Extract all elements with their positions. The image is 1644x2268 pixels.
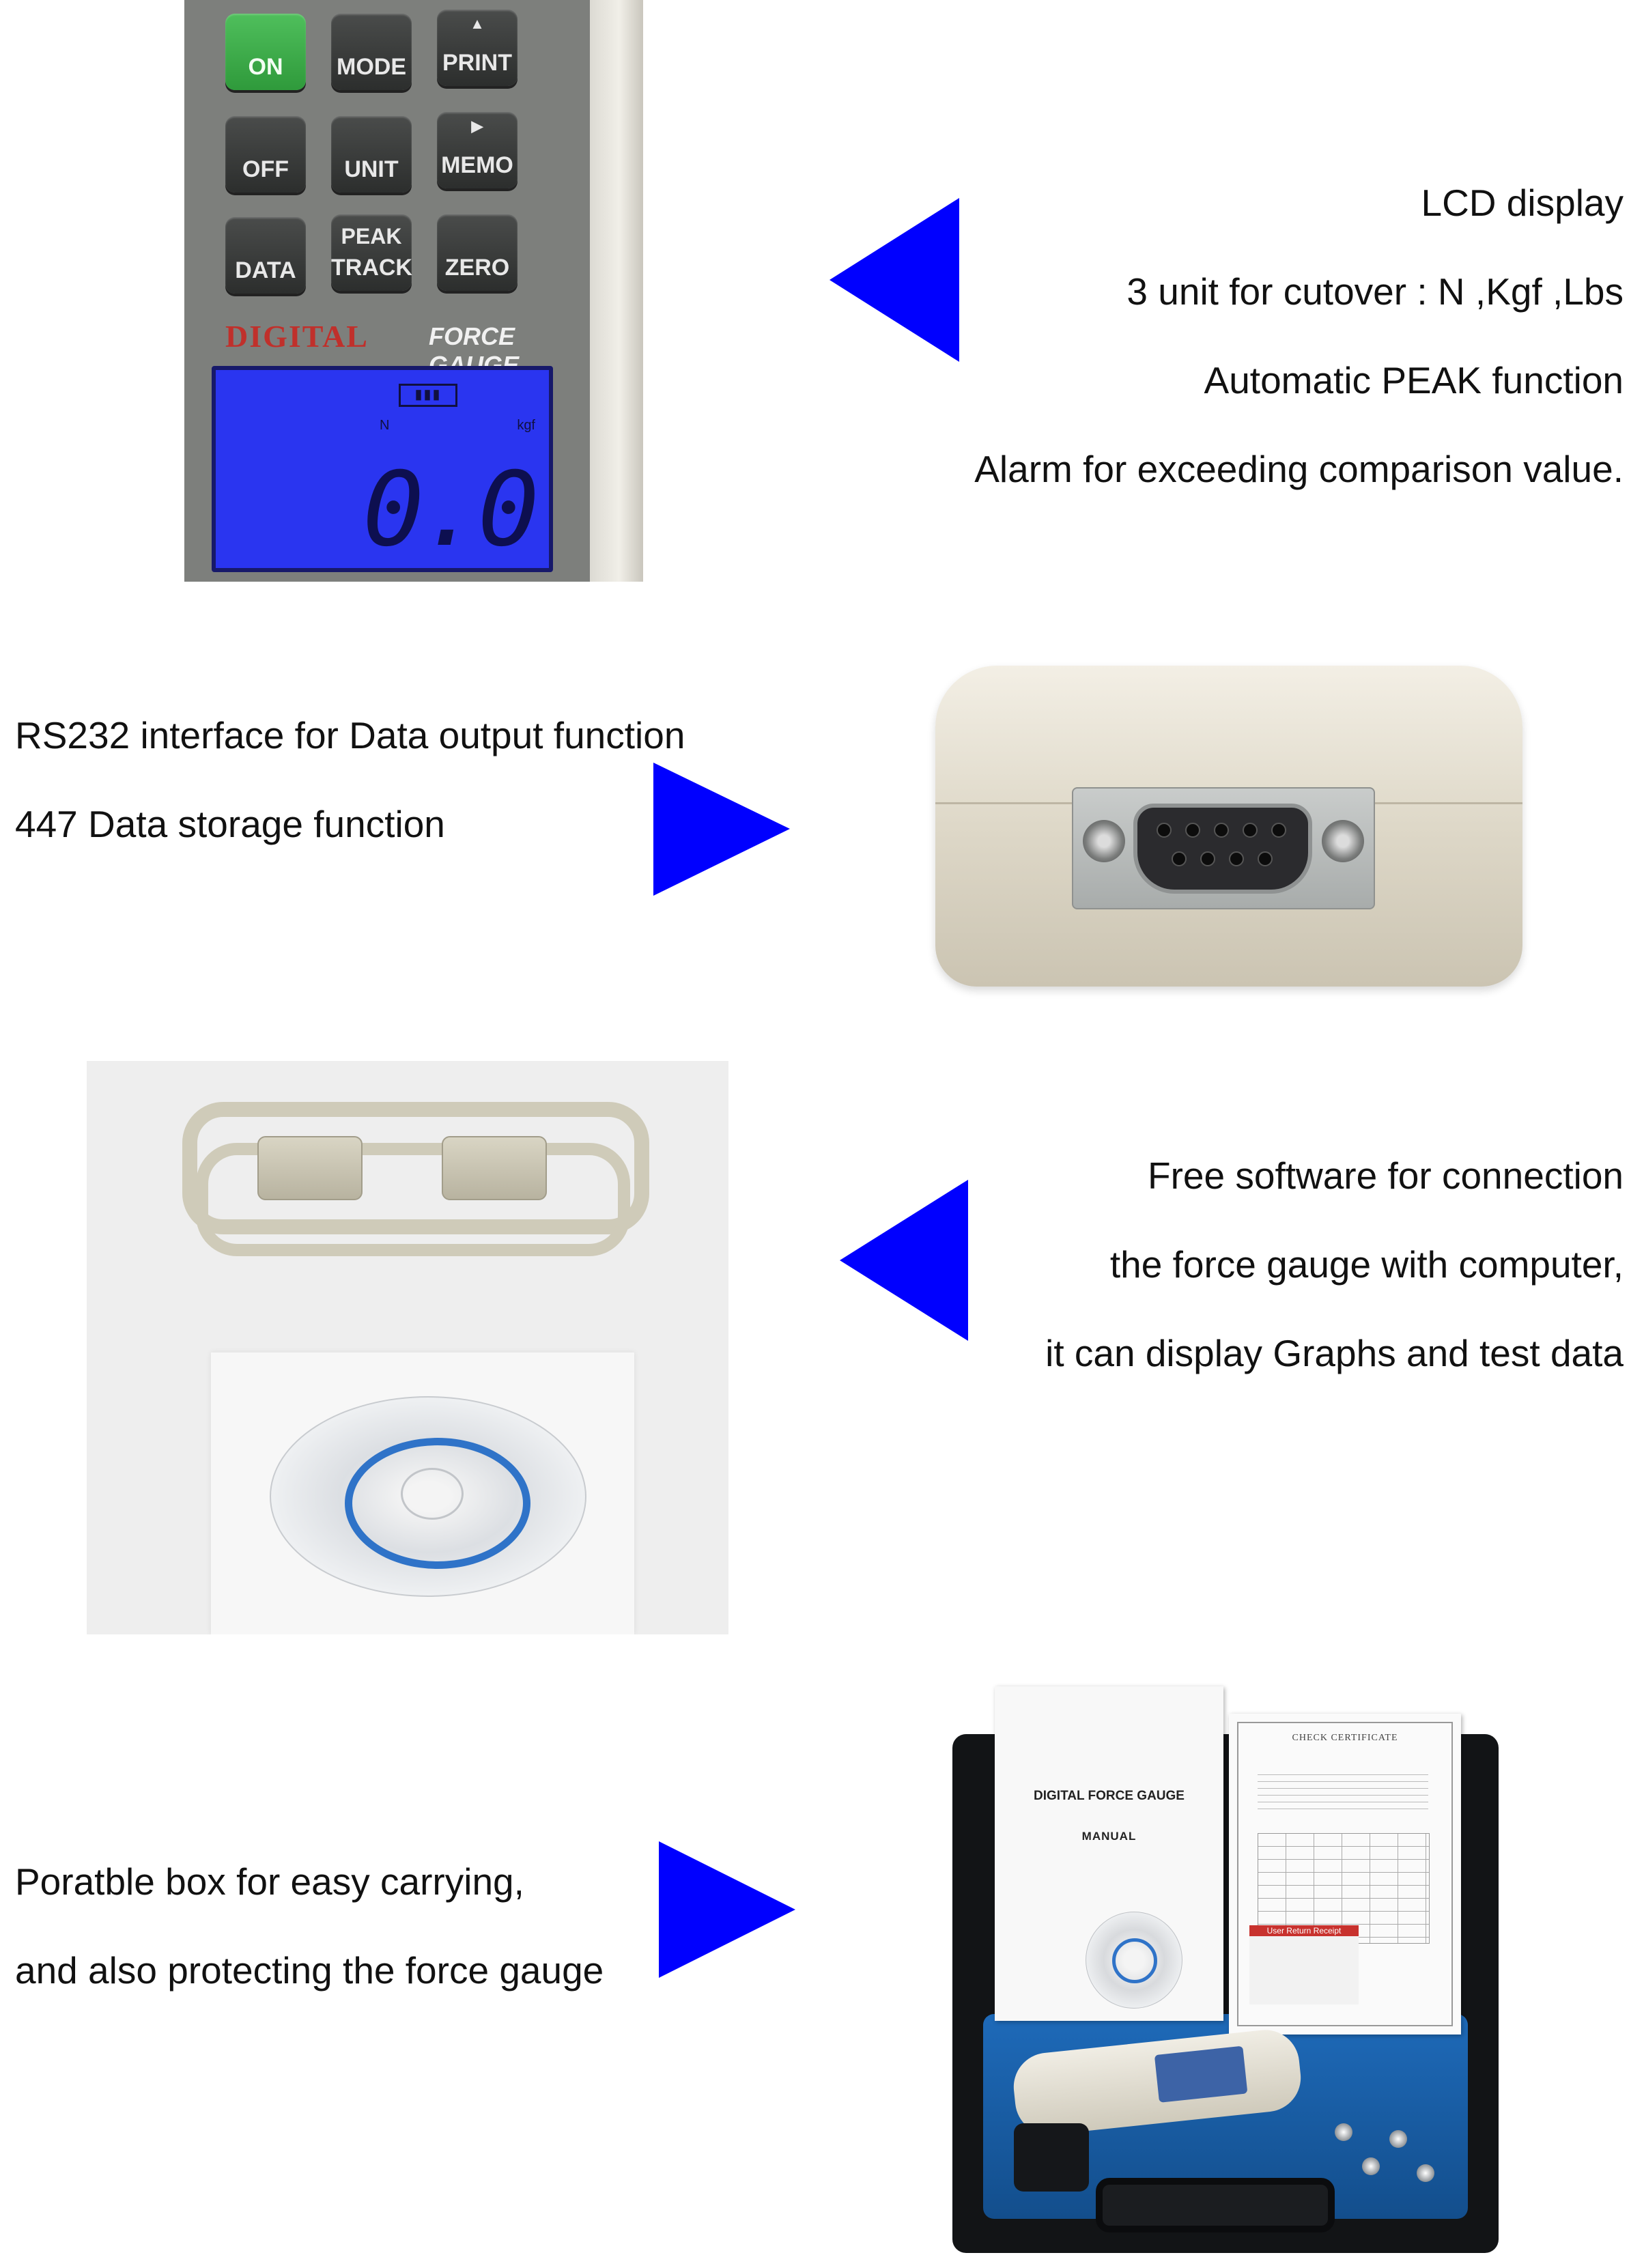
cable-and-software-cd-photo [87,1061,728,1634]
feature-line: 447 Data storage function [15,803,445,845]
lcd-unit-indicator-right: kgf [517,418,535,433]
feature-line: it can display Graphs and test data [1045,1332,1624,1374]
brand-name: DIGITAL [225,319,369,354]
print-key: ▲ PRINT [437,10,518,86]
memo-key: ▶ MEMO [437,112,518,188]
key-label: OFF [242,156,289,182]
feature-list-rs232: RS232 interface for Data output function… [15,691,766,868]
test-attachment [1417,2164,1434,2182]
rs232-port-photo [935,666,1522,987]
key-label: PRINT [442,50,512,76]
connector-pin [1200,851,1215,866]
connector-pin [1229,851,1244,866]
cd-blue-ring [345,1438,530,1569]
on-key: ON [225,14,306,90]
software-cd [1086,1912,1182,2009]
screw-icon [1083,820,1125,862]
certificate-frame [1237,1722,1453,2026]
key-label: MODE [337,54,406,80]
key-label: MEMO [441,152,513,178]
feature-list-software: Free software for connection the force g… [942,1131,1624,1398]
right-pointing-arrow-icon [659,1841,795,1978]
feature-line: 3 unit for cutover : N ,Kgf ,Lbs [1126,270,1624,313]
connector-pin [1157,823,1172,838]
connector-pin [1271,823,1286,838]
key-label-secondary: TRACK [331,255,412,281]
power-adapter [1014,2123,1089,2192]
certificate-table [1258,1833,1430,1944]
mode-key: MODE [331,14,412,90]
left-pointing-arrow-icon [840,1180,968,1341]
carrying-case-photo: DIGITAL FORCE GAUGE MANUAL CHECK CERTIFI… [952,1686,1499,2253]
return-receipt: User Return Receipt [1249,1925,1359,2004]
force-gauge-keypad-photo: ON MODE ▲ PRINT OFF UNIT ▶ MEMO DATA PEA… [184,0,643,582]
peak-track-key: PEAK TRACK [331,214,412,291]
manual-subtitle: MANUAL [1081,1830,1137,1843]
data-key: DATA [225,217,306,294]
connector-pin [1185,823,1200,838]
port-plate [1072,787,1375,909]
right-pointing-arrow-icon [653,763,790,896]
feature-line: LCD display [1421,182,1624,224]
right-triangle-icon: ▶ [471,117,483,134]
cable-connector [442,1136,547,1200]
connector-pin [1243,823,1258,838]
connector-pin [1172,851,1187,866]
gauge-keypad-area [1154,2045,1248,2103]
lcd-unit-indicator: N [380,418,390,433]
feature-line: Poratble box for easy carrying, [15,1860,524,1903]
feature-line: Free software for connection [1147,1154,1624,1197]
db9-connector [1133,804,1312,894]
cable-connector [257,1136,363,1200]
zero-key: ZERO [437,214,518,291]
key-label: UNIT [344,156,399,182]
feature-line: the force gauge with computer, [1109,1243,1624,1286]
cd-hub [401,1468,464,1520]
feature-line: and also protecting the force gauge [15,1949,604,1991]
gauge-housing-edge [590,0,643,582]
cd-blue-ring [1112,1938,1157,1983]
left-pointing-arrow-icon [830,198,959,362]
connector-pin [1258,851,1273,866]
receipt-title: User Return Receipt [1266,1926,1342,1936]
certificate-title: CHECK CERTIFICATE [1292,1733,1398,1743]
lcd-reading: 0.0 [363,451,539,569]
connector-pin [1214,823,1229,838]
test-attachment [1362,2157,1380,2175]
feature-line: Alarm for exceeding comparison value. [974,448,1624,490]
key-label: DATA [235,257,296,283]
lcd-screen: ▮▮▮ N kgf 0.0 [212,366,553,572]
case-handle [1096,2178,1335,2232]
test-attachment [1335,2123,1352,2141]
key-label: PEAK [341,224,402,249]
feature-line: RS232 interface for Data output function [15,714,685,756]
brand-label: DIGITAL FORCE GAUGE [225,318,580,379]
certificate-fields [1258,1768,1428,1809]
up-triangle-icon: ▲ [470,15,485,32]
key-label: ZERO [444,255,510,281]
serial-cable [182,1102,649,1234]
off-key: OFF [225,116,306,193]
feature-list-lcd: LCD display 3 unit for cutover : N ,Kgf … [942,158,1624,513]
manual-title: DIGITAL FORCE GAUGE [1034,1789,1185,1803]
screw-icon [1322,820,1364,862]
feature-line: Automatic PEAK function [1204,359,1624,401]
key-label: ON [248,54,283,80]
battery-icon: ▮▮▮ [399,384,457,407]
test-attachment [1389,2130,1407,2148]
feature-list-carry-case: Poratble box for easy carrying, and also… [15,1837,698,2015]
unit-key: UNIT [331,116,412,193]
